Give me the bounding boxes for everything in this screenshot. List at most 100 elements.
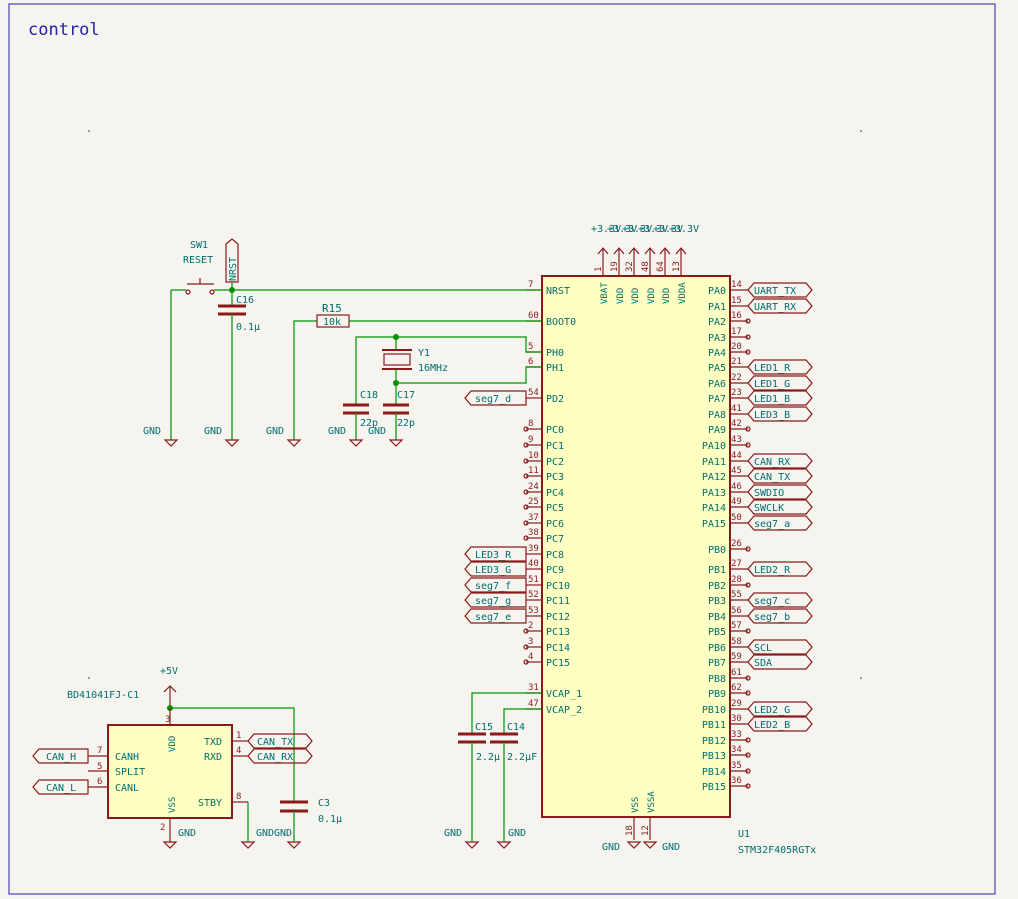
gnd-icon xyxy=(162,841,178,849)
pin-number: 58 xyxy=(731,637,742,647)
no-connect-marker xyxy=(523,473,529,479)
svg-text:3: 3 xyxy=(165,715,170,725)
pin-number: 7 xyxy=(528,280,533,290)
can-transceiver[interactable]: BD41041FJ-C1 +5V 3 VDD VSS 2 7 5 6 CANH … xyxy=(32,666,342,842)
mcu-value: STM32F405RGTx xyxy=(738,845,816,856)
net-label-text: SCL xyxy=(754,643,772,654)
gnd-icon xyxy=(240,841,256,849)
supply-label: +3.3V xyxy=(669,224,699,235)
net-label-led2-b[interactable]: LED2_B xyxy=(747,716,813,732)
net-label-led1-r[interactable]: LED1_R xyxy=(747,359,813,375)
no-connect-marker xyxy=(745,546,751,552)
net-label-swdio[interactable]: SWDIO xyxy=(747,484,813,500)
net-label-can-l[interactable] xyxy=(32,779,89,795)
net-label-led1-g[interactable]: LED1_G xyxy=(747,375,813,391)
pin-pb15: PB15 xyxy=(702,782,726,793)
no-connect-marker xyxy=(745,442,751,448)
net-label-text: CAN_TX xyxy=(754,472,790,483)
net-label-seg7-a[interactable]: seg7_a xyxy=(747,515,813,531)
net-label-can-rx[interactable]: CAN_RX xyxy=(747,453,813,469)
pin-number: 16 xyxy=(731,311,742,321)
boot0-circuit[interactable]: R15 10k xyxy=(293,302,542,440)
net-label-can-tx[interactable]: CAN_TX xyxy=(747,468,813,484)
pin-pb1: PB1 xyxy=(708,565,726,576)
net-label-led3-r[interactable]: LED3_R xyxy=(464,546,527,562)
no-connect-marker xyxy=(745,582,751,588)
pin-number: 10 xyxy=(528,451,539,461)
pin-number: 28 xyxy=(731,575,742,585)
can-ic-body[interactable] xyxy=(107,724,233,819)
no-connect-marker xyxy=(523,659,529,665)
supply-arrow xyxy=(659,247,671,255)
mcu-stm32f405[interactable]: 7NRST60BOOT05PH06PH154PD2seg7_d8PC09PC11… xyxy=(464,224,816,856)
net-label-can-tx[interactable] xyxy=(247,733,313,749)
c17-ref: C17 xyxy=(397,390,415,401)
pin-number: 18 xyxy=(625,825,635,836)
pin-pb5: PB5 xyxy=(708,627,726,638)
no-connect-marker xyxy=(523,504,529,510)
net-label-scl[interactable]: SCL xyxy=(747,639,813,655)
svg-text:7: 7 xyxy=(97,746,102,756)
pin-pb13: PB13 xyxy=(702,751,726,762)
net-label-seg7-g[interactable]: seg7_g xyxy=(464,592,527,608)
gnd-icon xyxy=(224,439,240,447)
net-label-text: LED3_R xyxy=(475,550,512,561)
net-label-seg7-d[interactable]: seg7_d xyxy=(464,390,527,406)
pin-number: 19 xyxy=(610,261,620,272)
supply-label: +3.3V xyxy=(607,224,637,235)
pin-pa7: PA7 xyxy=(708,394,726,405)
net-label-uart-rx[interactable]: UART_RX xyxy=(747,298,813,314)
nrst-label: NRST xyxy=(228,257,239,281)
pin-pa1: PA1 xyxy=(708,302,726,313)
c14-ref: C14 xyxy=(507,722,525,733)
net-label-led3-g[interactable]: LED3_G xyxy=(464,561,527,577)
supply-label: +3.3V xyxy=(622,224,652,235)
net-label-led2-g[interactable]: LED2_G xyxy=(747,701,813,717)
net-label-led1-b[interactable]: LED1_B xyxy=(747,390,813,406)
pin-vcap-1: VCAP_1 xyxy=(546,689,582,700)
can-stby-pin: STBY xyxy=(198,798,222,809)
net-label-seg7-b[interactable]: seg7_b xyxy=(747,608,813,624)
no-connect-marker xyxy=(745,426,751,432)
pin-vdd: VDD xyxy=(647,288,657,304)
pin-number: 30 xyxy=(731,714,742,724)
reset-circuit[interactable]: SW1 RESET NRST C16 0.1µ xyxy=(170,238,542,440)
net-label-text: seg7_g xyxy=(475,596,511,607)
pin-pc0: PC0 xyxy=(546,425,564,436)
net-label-seg7-e[interactable]: seg7_e xyxy=(464,608,527,624)
net-label-sda[interactable]: SDA xyxy=(747,654,813,670)
no-connect-marker xyxy=(745,334,751,340)
svg-text:1: 1 xyxy=(236,731,241,741)
no-connect-marker xyxy=(745,690,751,696)
net-label-uart-tx[interactable]: UART_TX xyxy=(747,282,813,298)
net-label-text: CAN_RX xyxy=(754,457,790,468)
net-label-led3-b[interactable]: LED3_B xyxy=(747,406,813,422)
sheet-title: control xyxy=(28,20,100,40)
c18-value: 22p xyxy=(360,418,378,429)
pin-number: 43 xyxy=(731,435,742,445)
crystal-circuit[interactable]: Y1 16MHz C18 22p C17 22p xyxy=(343,334,542,440)
net-label-text: seg7_c xyxy=(754,596,790,607)
can-canl-pin: CANL xyxy=(115,783,139,794)
net-label-can-h[interactable] xyxy=(32,748,89,764)
c15-value: 2.2µ xyxy=(476,752,500,763)
svg-text:4: 4 xyxy=(236,746,241,756)
mcu-body[interactable] xyxy=(541,275,731,818)
pin-pc6: PC6 xyxy=(546,519,564,530)
pin-number: 38 xyxy=(528,528,539,538)
net-label-led2-r[interactable]: LED2_R xyxy=(747,561,813,577)
pin-pa0: PA0 xyxy=(708,286,726,297)
can-rxd-pin: RXD xyxy=(204,752,222,763)
supply-label: +3.3V xyxy=(591,224,621,235)
pin-number: 27 xyxy=(731,559,742,569)
svg-text:5: 5 xyxy=(97,762,102,772)
net-label-seg7-c[interactable]: seg7_c xyxy=(747,592,813,608)
supply-arrow xyxy=(613,247,625,255)
net-label-can-rx[interactable] xyxy=(247,748,313,764)
pin-nrst: NRST xyxy=(546,286,570,297)
net-label-swclk[interactable]: SWCLK xyxy=(747,499,813,515)
vcap-circuit[interactable]: C15 2.2µ C14 2.2µF xyxy=(458,692,542,842)
can-canh-pin: CANH xyxy=(115,752,139,763)
no-connect-marker xyxy=(745,783,751,789)
net-label-seg7-f[interactable]: seg7_f xyxy=(464,577,527,593)
